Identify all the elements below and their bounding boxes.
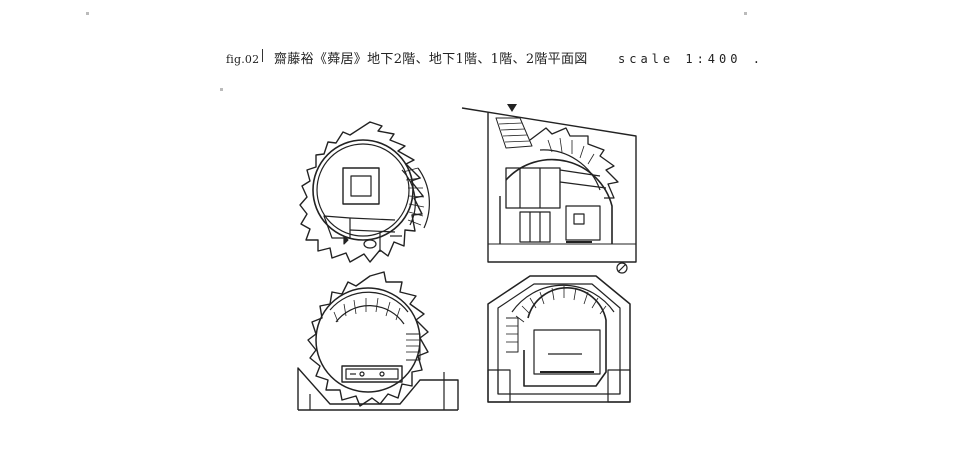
north-arrow-icon xyxy=(616,262,628,274)
scale-label: scale 1:400 . xyxy=(618,52,764,66)
plan-floor-2 xyxy=(487,275,631,403)
triangle-down-icon xyxy=(507,104,517,112)
scan-mark-top-right xyxy=(744,12,747,15)
header-divider xyxy=(262,49,263,62)
figure-header: fig.02 齋藤裕《蕣居》地下2階、地下1階、1階、2階平面図 scale 1… xyxy=(226,48,946,72)
plan-basement-1 xyxy=(461,104,637,274)
plan-ground-1 xyxy=(297,271,459,411)
figure-number: fig.02 xyxy=(226,53,260,66)
scan-mark-top-left xyxy=(86,12,89,15)
figure-title: 齋藤裕《蕣居》地下2階、地下1階、1階、2階平面図 xyxy=(274,52,588,67)
scan-mark-left xyxy=(220,88,223,91)
plan-basement-2 xyxy=(299,121,430,263)
